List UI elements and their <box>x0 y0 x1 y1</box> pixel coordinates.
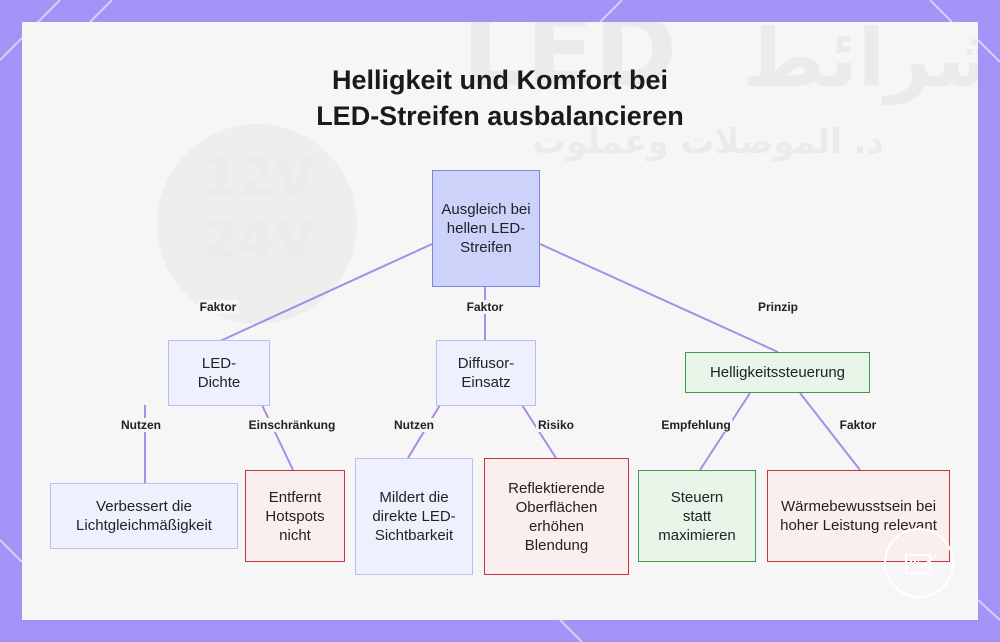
edge-label-diffusor-glare: Risiko <box>535 418 577 432</box>
node-brightness-control: Helligkeitssteuerung <box>685 352 870 393</box>
node-glare-label: Reflektierende Oberflächen erhöhen Blend… <box>508 479 605 554</box>
page-title: Helligkeit und Komfort bei LED-Streifen … <box>0 62 1000 134</box>
node-steer-label: Steuern statt maximieren <box>658 488 736 544</box>
watermark-voltage-1: 12V <box>202 148 315 208</box>
watermark-arabic: شرائط <box>742 22 978 105</box>
node-led-density: LED-Dichte <box>168 340 270 406</box>
node-glare: Reflektierende Oberflächen erhöhen Blend… <box>484 458 629 575</box>
logo-badge <box>884 528 954 598</box>
node-hotspots-label: Entfernt Hotspots nicht <box>265 488 325 544</box>
edge-label-diffusor-visibility: Nutzen <box>392 418 436 432</box>
edge-label-root-diffusor: Faktor <box>464 300 506 314</box>
title-line-1: Helligkeit und Komfort bei <box>331 65 668 95</box>
edge-root-control <box>539 243 779 353</box>
node-root-label: Ausgleich bei hellen LED-Streifen <box>441 201 531 256</box>
node-root: Ausgleich bei hellen LED-Streifen <box>432 170 540 287</box>
node-heat-label: Wärmebewusstsein bei hoher Leistung rele… <box>780 498 937 534</box>
edge-density-hotspots <box>261 404 294 471</box>
node-diffusor-label: Diffusor-Einsatz <box>457 355 515 391</box>
edge-label-control-steer: Empfehlung <box>659 418 733 432</box>
node-led-density-label: LED-Dichte <box>197 355 241 391</box>
watermark-arabic-sub: د. الموصلات وعملوت <box>532 122 884 162</box>
watermark-circle <box>157 124 357 324</box>
node-hotspots: Entfernt Hotspots nicht <box>245 470 345 562</box>
edge-label-root-density: Faktor <box>197 300 239 314</box>
edge-label-density-hotspots: Einschränkung <box>246 418 338 432</box>
edge-root-density <box>217 243 433 343</box>
edge-control-heat <box>799 392 861 471</box>
node-uniformity-label: Verbessert die Lichtgleichmäßigkeit <box>76 498 212 534</box>
edge-label-control-heat: Faktor <box>837 418 879 432</box>
edge-label-density-uniformity: Nutzen <box>119 418 163 432</box>
node-uniformity: Verbessert die Lichtgleichmäßigkeit <box>50 483 238 549</box>
node-diffusor: Diffusor-Einsatz <box>436 340 536 406</box>
presentation-icon <box>905 553 938 574</box>
node-brightness-control-label: Helligkeitssteuerung <box>709 364 846 381</box>
watermark-latin: LED <box>462 22 678 109</box>
node-visibility-label: Mildert die direkte LED-Sichtbarkeit <box>372 489 456 544</box>
watermark-voltage-2: 24V <box>202 210 315 270</box>
node-visibility: Mildert die direkte LED-Sichtbarkeit <box>355 458 473 575</box>
title-line-2: LED-Streifen ausbalancieren <box>316 101 684 131</box>
node-steer: Steuern statt maximieren <box>638 470 756 562</box>
edge-label-root-control: Prinzip <box>755 300 801 314</box>
